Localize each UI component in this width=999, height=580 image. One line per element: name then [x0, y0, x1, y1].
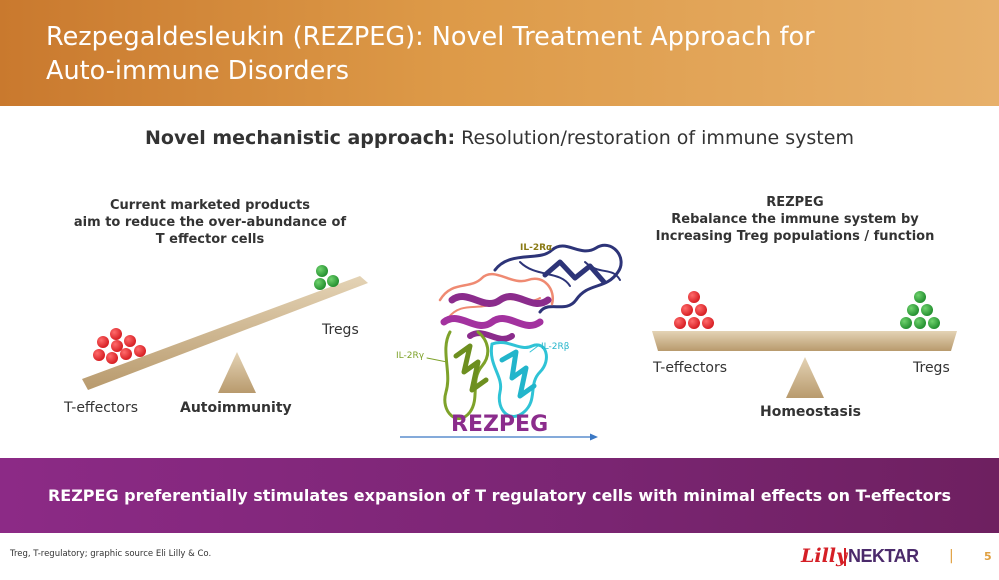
right-tregs-label: Tregs	[913, 360, 950, 376]
page-number: 5	[984, 550, 992, 563]
homeostasis-label: Homeostasis	[760, 404, 861, 420]
subtitle-bold: Novel mechanistic approach:	[145, 127, 456, 149]
nektar-logo: NEKTAR	[848, 546, 919, 566]
left-seesaw-beam	[82, 276, 368, 390]
subtitle-rest: Resolution/restoration of immune system	[455, 127, 854, 149]
treg-cell-icon	[900, 291, 940, 329]
t-effector-cell-icon	[674, 291, 714, 329]
conclusion-text: REZPEG preferentially stimulates expansi…	[47, 486, 952, 505]
right-teffectors-label: T-effectors	[653, 360, 727, 376]
lilly-logo: Lilly	[801, 545, 848, 567]
left-tregs-label: Tregs	[322, 322, 359, 338]
logo-divider	[844, 548, 846, 566]
slide-subtitle: Novel mechanistic approach: Resolution/r…	[0, 127, 999, 149]
il2rg-label: IL-2Rγ	[396, 351, 425, 361]
il2rb-label: IL-2Rβ	[541, 342, 570, 352]
right-caption: REZPEG Rebalance the immune system by In…	[655, 195, 935, 244]
rezpeg-label: REZPEG	[451, 412, 549, 437]
arrow-right-icon	[400, 433, 598, 441]
right-seesaw-beam	[652, 331, 957, 351]
fulcrum-triangle-icon	[218, 352, 256, 393]
page-separator: |	[949, 548, 954, 564]
il2ra-label: IL-2Rα	[520, 243, 553, 253]
fulcrum-triangle-icon	[786, 357, 824, 398]
left-caption: Current marketed products aim to reduce …	[73, 198, 347, 247]
left-seesaw	[82, 276, 368, 393]
title-banner: Rezpegaldesleukin (REZPEG): Novel Treatm…	[0, 0, 999, 106]
left-teffectors-label: T-effectors	[64, 400, 138, 416]
autoimmunity-label: Autoimmunity	[180, 400, 292, 416]
right-seesaw	[652, 331, 957, 398]
conclusion-banner: REZPEG preferentially stimulates expansi…	[0, 458, 999, 533]
slide-title: Rezpegaldesleukin (REZPEG): Novel Treatm…	[46, 22, 815, 86]
t-effector-cell-icon	[93, 328, 146, 364]
protein-structure-icon	[426, 244, 623, 420]
treg-cell-icon	[314, 265, 339, 290]
footnote: Treg, T-regulatory; graphic source Eli L…	[10, 549, 212, 559]
